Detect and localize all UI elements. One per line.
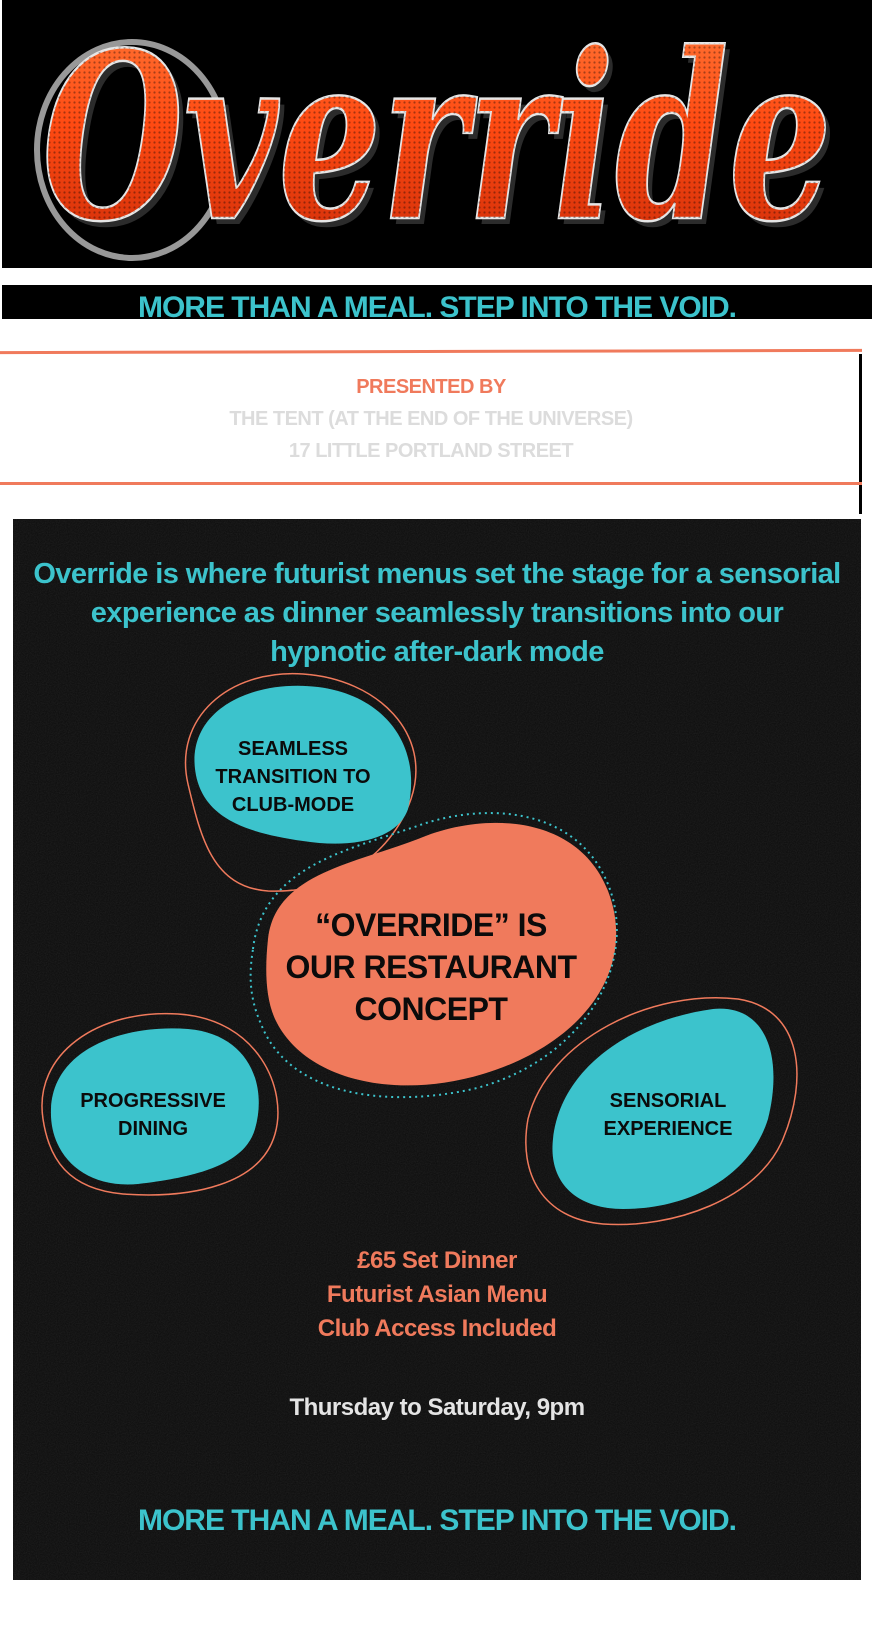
concept-blob — [266, 822, 617, 1086]
divider-top — [0, 348, 862, 355]
feature-concept-line-2: OUR RESTAURANT — [285, 949, 577, 985]
logo-wordmark: Override — [47, 9, 837, 268]
feature-sensorial-line-1: SENSORIAL — [609, 1090, 727, 1112]
offer-menu: Futurist Asian Menu — [326, 1281, 548, 1308]
feature-concept: “OVERRIDE” IS OUR RESTAURANT CONCEPT — [271, 904, 591, 1030]
feature-seamless-line-3: CLUB-MODE — [231, 794, 355, 816]
feature-concept-line-1: “OVERRIDE” IS — [315, 907, 547, 943]
sensorial-blob — [552, 1008, 774, 1209]
tagline-top: MORE THAN A MEAL. STEP INTO THE VOID. — [137, 291, 737, 319]
feature-sensorial-line-2: EXPERIENCE — [603, 1118, 733, 1140]
feature-progressive-line-1: PROGRESSIVE — [80, 1090, 226, 1112]
progressive-blob-outline — [41, 1012, 279, 1196]
seamless-blob — [194, 685, 412, 844]
feature-seamless-line-1: SEAMLESS — [237, 738, 349, 760]
offer-price: £65 Set Dinner — [357, 1247, 517, 1274]
event-card: Override is where futurist menus set the… — [13, 519, 861, 1580]
venue-address: 17 LITTLE PORTLAND STREET — [288, 440, 574, 462]
logo-graphic: Override Override Override — [34, 2, 837, 268]
feature-concept-line-3: CONCEPT — [354, 991, 508, 1027]
feature-seamless: SEAMLESS TRANSITION TO CLUB-MODE — [188, 735, 398, 819]
schedule-text: Thursday to Saturday, 9pm — [289, 1394, 585, 1421]
logo-wordmark-face: Override — [42, 3, 832, 268]
feature-progressive: PROGRESSIVE DINING — [58, 1087, 248, 1143]
divider-bottom — [0, 482, 862, 485]
presented-by-panel: PRESENTED BY THE TENT (AT THE END OF THE… — [0, 348, 862, 514]
feature-seamless-line-2: TRANSITION TO — [215, 766, 371, 788]
blob-graphics — [13, 519, 861, 1580]
sensorial-blob-outline — [525, 997, 798, 1226]
intro-text: Override is where futurist menus set the… — [33, 558, 841, 668]
venue-name: THE TENT (AT THE END OF THE UNIVERSE) — [229, 408, 633, 430]
feature-progressive-line-2: DINING — [118, 1118, 188, 1140]
offer-club: Club Access Included — [317, 1315, 557, 1342]
panel-edge — [859, 354, 862, 514]
progressive-blob — [50, 1028, 259, 1185]
feature-sensorial: SENSORIAL EXPERIENCE — [573, 1087, 763, 1143]
hero-logo-banner: Override Override Override — [2, 0, 872, 268]
seamless-blob-outline — [184, 672, 417, 892]
tagline-banner-top: MORE THAN A MEAL. STEP INTO THE VOID. — [2, 285, 872, 319]
concept-blob-outline — [249, 812, 618, 1099]
tagline-bottom: MORE THAN A MEAL. STEP INTO THE VOID. — [137, 1504, 737, 1537]
logo-halftone: Override — [42, 3, 832, 268]
presented-by-label: PRESENTED BY — [356, 376, 506, 398]
